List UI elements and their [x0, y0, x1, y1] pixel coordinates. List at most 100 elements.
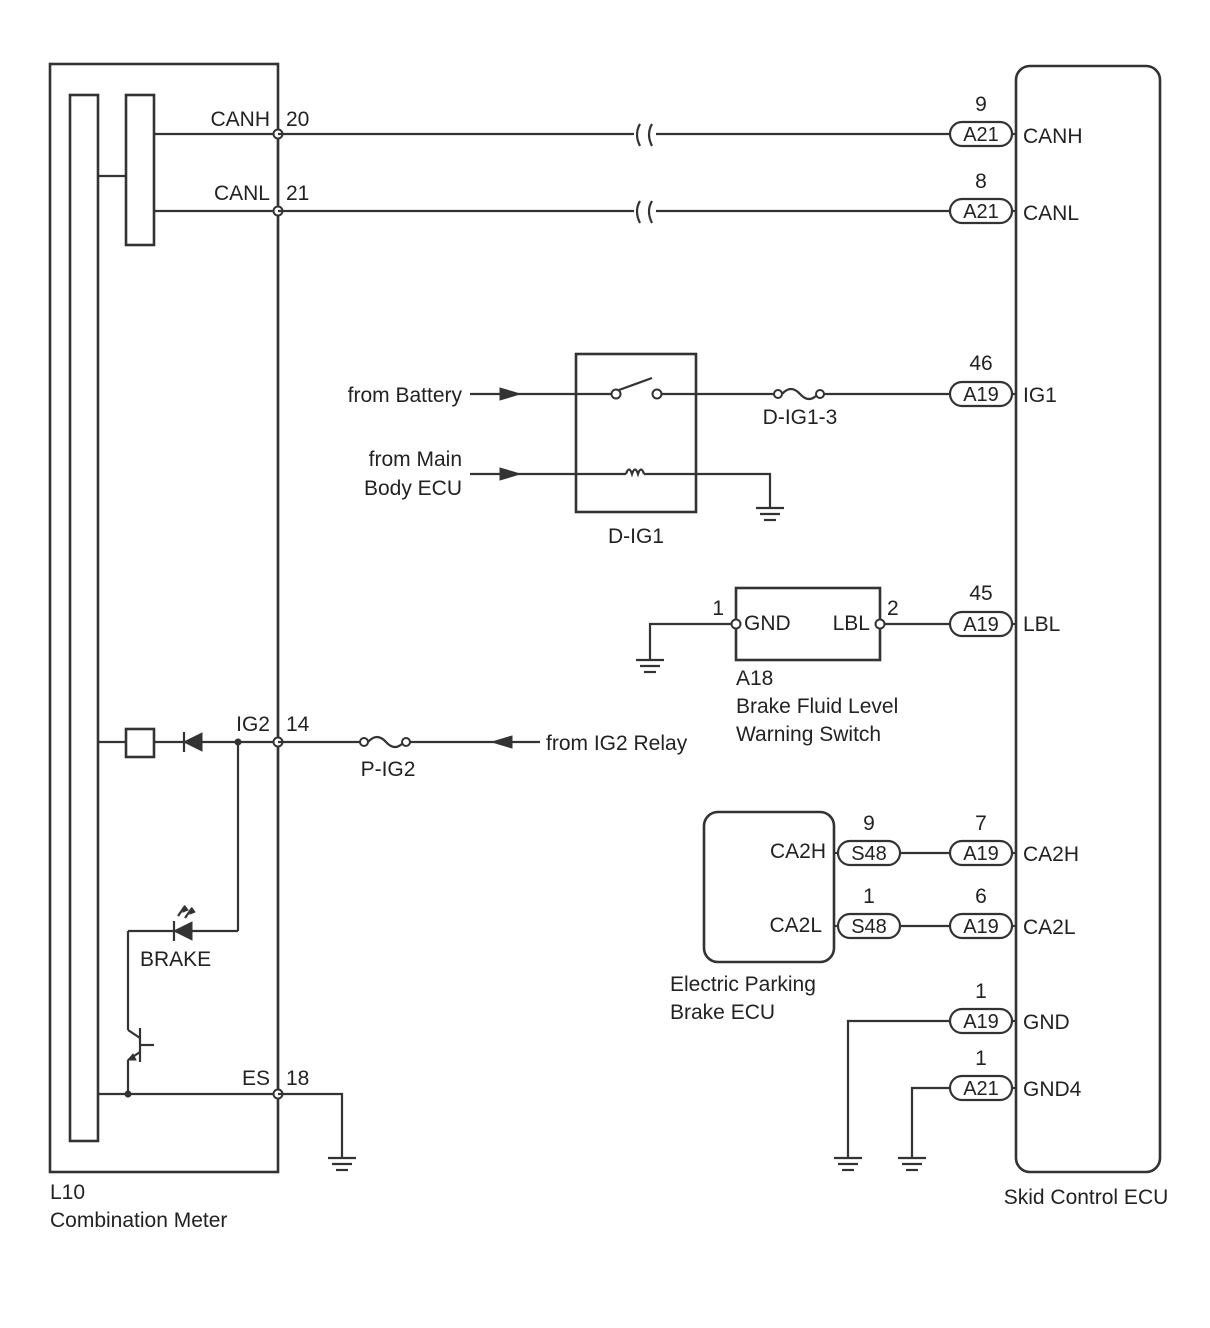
ecu-pin-number: 46 — [969, 352, 992, 375]
d-ig1-3-fuse-label: D-IG1-3 — [763, 406, 838, 429]
ecu-terminal-canl: A21 8 CANL — [948, 170, 1079, 225]
es-junction-dot — [124, 1090, 132, 1098]
ecu-terminal-ca2l: A19 6 CA2L — [948, 885, 1076, 940]
ecu-pin-number: 6 — [975, 885, 987, 908]
skid-control-ecu: Skid Control ECU — [1004, 64, 1169, 1209]
ecu-connector-code: A19 — [963, 1011, 999, 1033]
ecu-terminal-canh: A21 9 CANH — [948, 93, 1083, 148]
meter-can-transceiver — [124, 93, 156, 247]
ecu-connector-code: A21 — [963, 1078, 999, 1100]
from-ig2-relay-label: from IG2 Relay — [546, 732, 688, 755]
fluid-switch-gnd-terminal — [730, 618, 742, 630]
electric-parking-brake-ecu: CA2H CA2L Electric Parking Brake ECU — [670, 810, 838, 1024]
from-battery-label: from Battery — [348, 384, 463, 407]
ecu-connector-code: A19 — [963, 916, 999, 938]
ig2-supply-line: P-IG2 from IG2 Relay — [278, 732, 688, 781]
meter-ig2-block — [124, 727, 156, 759]
brake-led-icon — [172, 904, 196, 941]
ecu-connector-code: A21 — [963, 201, 999, 223]
s48-ca2h-code: S48 — [851, 843, 887, 865]
fluid-switch-ground-icon — [636, 658, 664, 674]
ecu-terminal-label: CA2L — [1023, 916, 1076, 939]
fluid-switch-code: A18 — [736, 667, 773, 690]
combination-meter-name: Combination Meter — [50, 1209, 227, 1232]
meter-canl-pin: 21 — [286, 182, 309, 205]
ecu-terminal-ca2h: A19 7 CA2H — [948, 812, 1079, 867]
parking-ecu-name-1: Electric Parking — [670, 973, 816, 996]
can-bus-lines — [278, 123, 950, 224]
from-main-body-label-1: from Main — [369, 448, 462, 471]
ecu-terminal-label: CANH — [1023, 125, 1083, 148]
d-ig1-relay: D-IG1 from Battery from Main Body ECU — [348, 352, 772, 548]
s48-ca2l-pin: 1 — [863, 885, 875, 908]
ecu-pin-number: 1 — [975, 980, 987, 1003]
ecu-pin-number: 45 — [969, 582, 992, 605]
ig2-diode-icon — [182, 732, 203, 752]
relay-outline — [574, 352, 698, 514]
ecu-connector-code: A21 — [963, 124, 999, 146]
skid-ecu-name: Skid Control ECU — [1004, 1186, 1169, 1209]
s48-ca2h-pin: 9 — [863, 812, 875, 835]
ecu-pin-number: 8 — [975, 170, 987, 193]
parking-ecu-ca2h-label: CA2H — [770, 840, 826, 863]
ig1-line: D-IG1-3 — [661, 387, 950, 429]
ecu-terminal-label: LBL — [1023, 613, 1060, 636]
s48-ca2l-code: S48 — [851, 916, 887, 938]
fluid-switch-ground-line — [648, 622, 732, 660]
parking-ecu-name-2: Brake ECU — [670, 1001, 775, 1024]
from-main-body-label-2: Body ECU — [364, 477, 462, 500]
ecu-terminal-label: CANL — [1023, 202, 1079, 225]
combination-meter-outline — [48, 62, 280, 1174]
meter-canl-label: CANL — [214, 182, 270, 205]
p-ig2-fuse-label: P-IG2 — [361, 758, 416, 781]
ecu-terminal-gnd: A19 1 GND — [948, 980, 1070, 1035]
fluid-switch-pin-2: 2 — [887, 597, 899, 620]
ecu-connector-code: A19 — [963, 843, 999, 865]
relay-coil-icon — [624, 468, 646, 478]
s48-connector-ca2h: S48 9 — [836, 812, 902, 867]
meter-ig2-pin: 14 — [286, 713, 310, 736]
brake-fluid-level-switch: GND LBL 1 2 A18 Brake Fluid Level Warnin… — [648, 586, 950, 746]
skid-ecu-outline — [1014, 64, 1162, 1174]
es-ground-icon — [278, 1092, 356, 1172]
fluid-switch-lbl-terminal — [874, 618, 886, 630]
transistor-icon — [126, 1028, 154, 1062]
meter-canh-label: CANH — [210, 108, 270, 131]
ecu-terminal-label: GND — [1023, 1011, 1070, 1034]
p-ig2-fuse-icon — [359, 737, 369, 747]
parking-ecu-outline — [702, 810, 836, 964]
relay-switch-icon — [610, 376, 663, 400]
relay-coil-ground-line — [644, 472, 772, 508]
canl-break-icon — [635, 200, 641, 224]
ecu-connector-stubs — [1012, 132, 1016, 1090]
meter-canh-pin: 20 — [286, 108, 309, 131]
s48-connector-ca2l: S48 1 — [836, 885, 902, 940]
ecu-gnd-line — [834, 1019, 950, 1172]
battery-arrow-icon — [499, 387, 522, 401]
ecu-terminal-ig1: A19 46 IG1 — [948, 352, 1057, 408]
meter-internal-bus-bar — [68, 93, 100, 1143]
ecu-connector-code: A19 — [963, 384, 999, 406]
ecu-gnd4-line — [898, 1086, 950, 1172]
canh-break-icon — [635, 123, 641, 147]
ecu-terminal-label: CA2H — [1023, 843, 1079, 866]
ecu-terminal-lbl: A19 45 LBL — [948, 582, 1060, 638]
ecu-pin-number: 9 — [975, 93, 987, 116]
ecu-connector-code: A19 — [963, 614, 999, 636]
meter-es-pin: 18 — [286, 1067, 309, 1090]
fluid-switch-name-2: Warning Switch — [736, 723, 881, 746]
ig2-relay-arrow-icon — [490, 735, 513, 749]
parking-ecu-ca2l-label: CA2L — [769, 914, 822, 937]
fluid-switch-lbl-label: LBL — [833, 612, 870, 635]
ecu-pin-number: 1 — [975, 1047, 987, 1070]
relay-ground-icon — [756, 506, 784, 522]
main-body-arrow-icon — [499, 467, 522, 481]
fluid-switch-gnd-label: GND — [744, 612, 791, 635]
ecu-pin-number: 7 — [975, 812, 987, 835]
fluid-switch-pin-1: 1 — [712, 597, 724, 620]
combination-meter-code: L10 — [50, 1181, 85, 1204]
fluid-switch-name-1: Brake Fluid Level — [736, 695, 898, 718]
brake-lamp-label: BRAKE — [140, 948, 211, 971]
combination-meter: CANH 20 CANL 21 IG2 14 BRAKE — [48, 62, 310, 1232]
